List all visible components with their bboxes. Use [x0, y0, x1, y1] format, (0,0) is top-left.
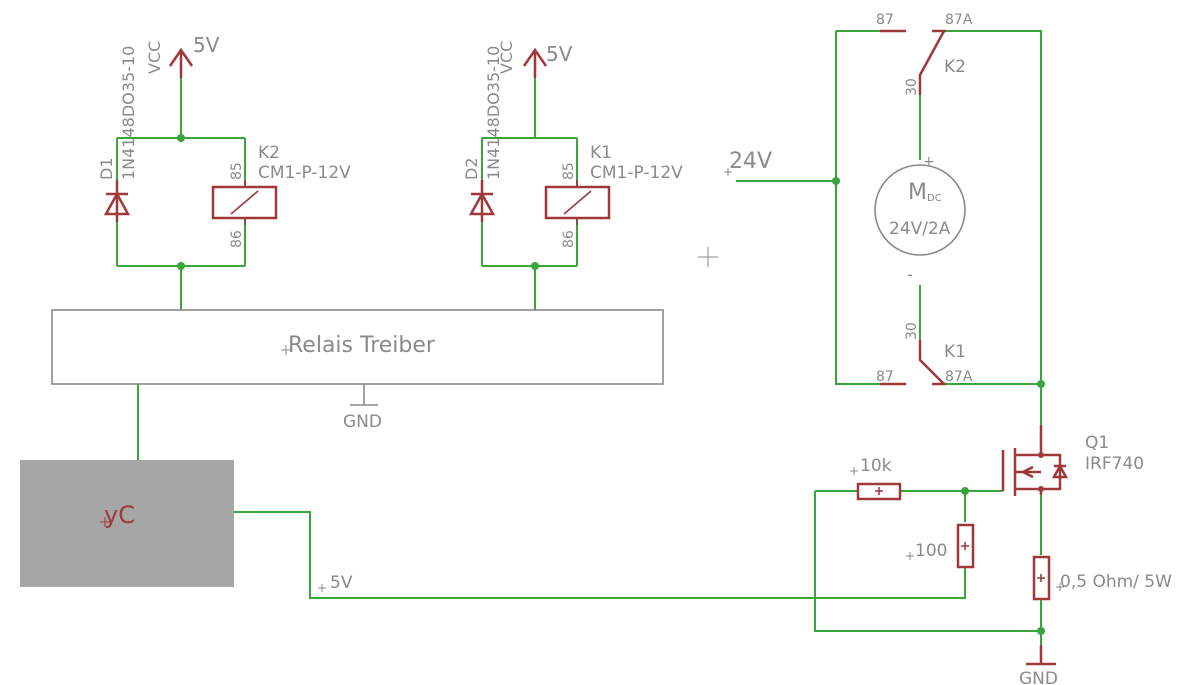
relay-name-label: K2	[258, 143, 280, 163]
resistor-pulldown-label: 100	[915, 541, 947, 561]
junction-dot	[177, 134, 185, 142]
relay-name-label: K1	[590, 143, 612, 163]
mosfet-node-dot	[1038, 486, 1044, 492]
relay-coil-slash	[563, 180, 592, 225]
junction-dot	[177, 262, 185, 270]
motor-rating-label: 24V/2A	[889, 219, 951, 239]
relay-pin-top-label: 85	[229, 162, 245, 180]
origin-cross-icon	[281, 345, 291, 355]
mosfet-stage-group: Q1 IRF740 10k 100 0,5 Ohm/ 5W GND	[814, 384, 1172, 685]
relay-contact-k2-icon	[880, 29, 946, 95]
diode-icon	[468, 180, 496, 222]
contact-k1-pin-no: 87	[876, 369, 894, 385]
resistor-pulldown-icon	[956, 523, 975, 569]
supply-label: 5V	[193, 33, 220, 57]
mosfet-name-label: Q1	[1085, 433, 1109, 453]
origin-cross-icon	[318, 584, 326, 592]
relay-driver-label: Relais Treiber	[288, 333, 436, 358]
resistor-shunt-icon	[1032, 555, 1051, 601]
origin-cross-icon	[850, 467, 858, 475]
supply-24v-label: 24V	[729, 149, 772, 174]
diode-value-label: 1N4148DO35-10	[484, 46, 503, 180]
controller-net-label: 5V	[330, 573, 353, 593]
ground-symbol-icon	[1026, 645, 1056, 666]
diode-icon	[103, 180, 131, 222]
junction-dot	[832, 177, 840, 185]
mosfet-value-label: IRF740	[1085, 454, 1144, 474]
resistor-gate-label: 10k	[860, 456, 892, 476]
relay-pin-bottom-label: 86	[561, 230, 577, 248]
relay-right-wires	[481, 68, 578, 310]
diode-value-label: 1N4148DO35-10	[119, 46, 138, 180]
motor-sub-label: DC	[927, 193, 942, 204]
supply-24v-group: 24V	[698, 149, 836, 267]
resistor-origin-icon	[961, 542, 969, 550]
relay-pin-bottom-label: 86	[229, 230, 245, 248]
controller-box	[20, 460, 234, 587]
controller-block: yC 5V	[20, 384, 966, 599]
junction-dot	[1037, 627, 1045, 635]
supply-net-label: VCC	[497, 41, 516, 74]
contact-k1-name: K1	[944, 342, 966, 362]
junction-dot	[961, 487, 969, 495]
resistor-shunt-label: 0,5 Ohm/ 5W	[1060, 572, 1172, 592]
motor-minus-label: -	[907, 265, 913, 284]
diode-name-label: D2	[462, 158, 481, 181]
h-bridge-wires	[835, 30, 1042, 385]
relay-value-label: CM1-P-12V	[258, 163, 351, 183]
controller-5v-wire	[234, 511, 966, 599]
origin-cross-icon	[724, 168, 732, 176]
contact-k2-pin-com: 30	[904, 78, 920, 96]
driver-gnd-label: GND	[343, 412, 382, 432]
supply-label: 5V	[546, 42, 573, 66]
mosfet-stage-wires	[814, 384, 1042, 660]
mosfet-icon	[1001, 425, 1069, 496]
contact-k1-pin-nc: 87A	[945, 369, 973, 385]
relay-right-group: 5V VCC D2 1N4148DO35-10 85 86 K1 CM1-P-1…	[462, 41, 683, 310]
junction-dot	[531, 262, 539, 270]
supply-arrow-icon	[522, 47, 548, 78]
diode-name-label: D1	[97, 158, 116, 181]
relay-coil-slash	[230, 180, 259, 225]
origin-cross-icon	[906, 552, 914, 560]
relay-driver-box	[51, 309, 664, 385]
ground-symbol-icon	[350, 384, 378, 406]
origin-cross-icon	[1056, 583, 1064, 591]
supply-net-label: VCC	[145, 41, 164, 74]
relay-driver-block: Relais Treiber GND	[51, 309, 664, 432]
relay-contact-k1-icon	[880, 340, 946, 386]
resistor-gate-icon	[856, 482, 902, 501]
relay-pin-top-label: 85	[561, 162, 577, 180]
contact-k2-pin-nc: 87A	[945, 12, 973, 28]
origin-cross-icon	[100, 517, 110, 527]
motor-plus-label: +	[923, 154, 935, 170]
contact-k2-pin-no: 87	[876, 12, 894, 28]
motor-main-label: M	[908, 180, 927, 205]
ground-bottom-label: GND	[1019, 669, 1058, 685]
relay-value-label: CM1-P-12V	[590, 163, 683, 183]
contact-k2-name: K2	[944, 57, 966, 77]
controller-label: yC	[104, 501, 135, 529]
resistor-origin-icon	[875, 487, 883, 495]
supply-arrow-icon	[168, 47, 194, 78]
contact-k1-pin-com: 30	[904, 322, 920, 340]
cursor-cross-icon	[698, 247, 718, 267]
resistor-origin-icon	[1037, 574, 1045, 582]
mosfet-node-dot	[1038, 452, 1044, 458]
relay-left-group: 5V VCC D1 1N4148DO35-10 85 86 K2 CM1-P-1…	[97, 33, 351, 310]
h-bridge-group: 87 87A 30 K2 + M DC 24V/2A - 87 87A 30 K…	[832, 12, 1045, 388]
motor-icon	[874, 164, 966, 256]
